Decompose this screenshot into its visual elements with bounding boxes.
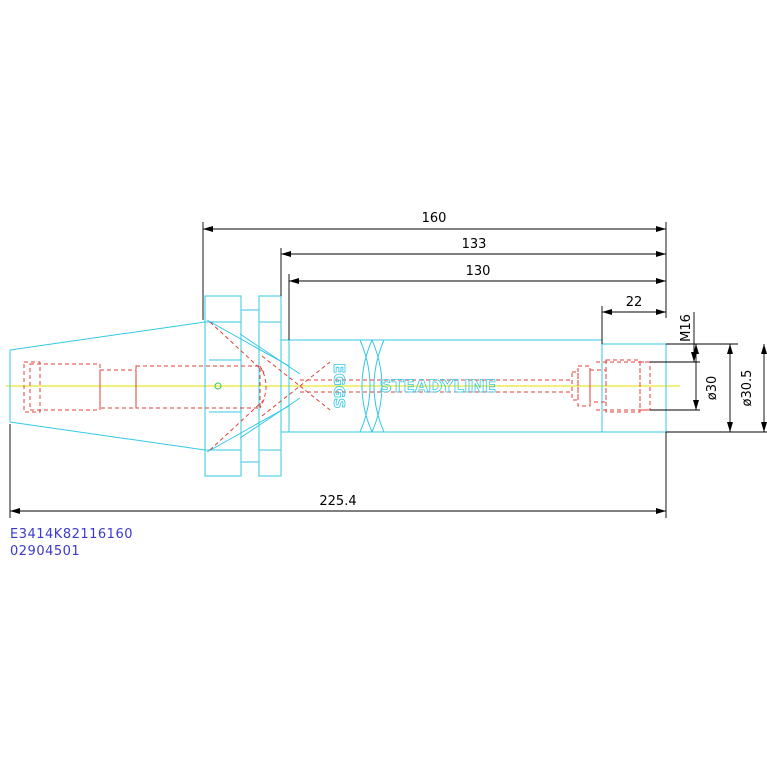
dimension-130: 130 [288,264,666,340]
svg-text:160: 160 [422,211,447,226]
dimension-160: 160 [202,211,667,320]
dimension-m16: M16 [650,312,700,411]
taper-shank [9,321,206,451]
article-number: 02904501 [10,544,80,559]
tool-body [206,319,667,453]
svg-text:225.4: 225.4 [319,494,356,509]
svg-text:133: 133 [462,237,487,252]
dimension-133: 133 [280,237,666,296]
flange [204,295,282,477]
svg-text:130: 130 [466,264,491,279]
dimension-225-4: 225.4 [9,424,667,518]
dimension-d30: ø30 [666,343,738,410]
part-number: E3414K82116160 [10,527,133,542]
svg-text:M16: M16 [679,314,694,342]
svg-text:EGGS: EGGS [330,363,348,409]
brand-logo: EGGS [330,363,349,409]
dimension-22: 22 [601,295,666,344]
svg-text:ø30.5: ø30.5 [740,370,755,407]
dimension-d30-5: ø30.5 [666,344,767,433]
center-mark-icon [214,382,222,390]
svg-text:ø30: ø30 [705,376,720,401]
hidden-lines [23,321,651,451]
product-line-label: STEADYLINE [380,377,497,397]
svg-text:22: 22 [626,295,643,310]
